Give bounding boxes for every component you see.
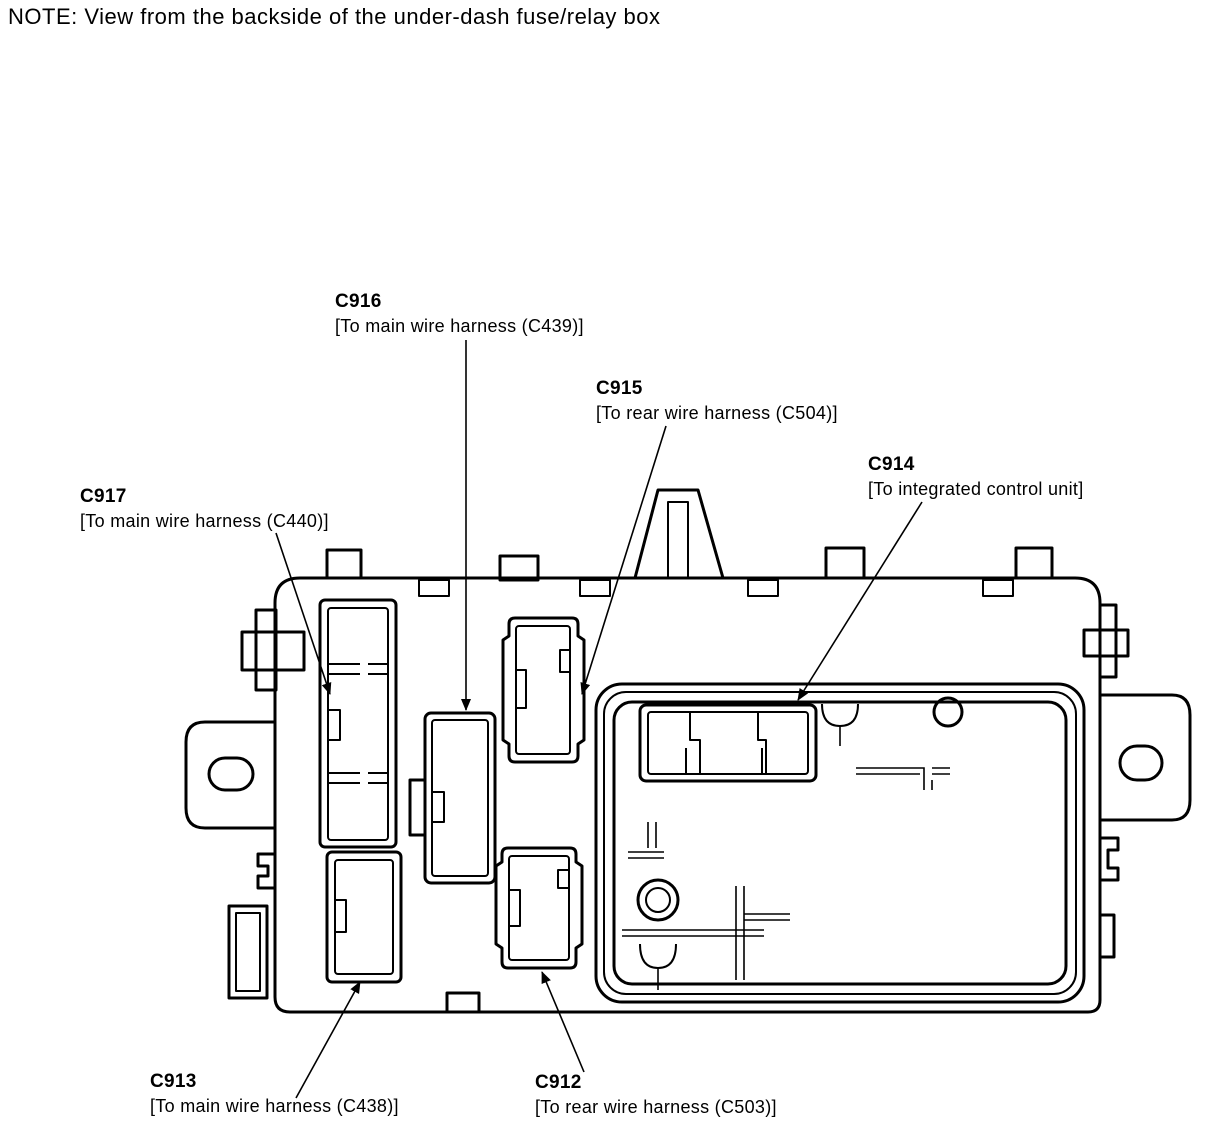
arrow-c913 bbox=[295, 981, 361, 1099]
c915-inner bbox=[515, 625, 571, 755]
bay-lower-post-inner bbox=[645, 887, 671, 913]
relay-bay bbox=[594, 682, 1086, 1004]
bay-round-post bbox=[932, 696, 964, 728]
c916-code: C916 bbox=[335, 291, 382, 312]
left-clip bbox=[256, 852, 275, 890]
left-small-box-outer bbox=[227, 904, 269, 1000]
relay-bay-outer bbox=[594, 682, 1086, 1004]
bay-rib-grid bbox=[622, 886, 790, 980]
c917-divider-top bbox=[328, 663, 388, 675]
c916-desc: [To main wire harness (C439)] bbox=[335, 316, 584, 336]
label-c917: C917 [To main wire harness (C440)] bbox=[80, 485, 329, 533]
c912-code: C912 bbox=[535, 1072, 582, 1093]
left-tab-upper-block bbox=[240, 630, 306, 672]
c913-inner bbox=[334, 859, 394, 975]
c915-desc: [To rear wire harness (C504)] bbox=[596, 403, 838, 423]
label-c914: C914 [To integrated control unit] bbox=[868, 453, 1084, 501]
c915-outer bbox=[501, 616, 586, 764]
top-slot-2 bbox=[579, 579, 611, 597]
top-tab-3 bbox=[824, 546, 866, 580]
c914-dividers bbox=[685, 712, 767, 774]
c916-key bbox=[432, 791, 445, 823]
bay-rib-cross-1 bbox=[856, 767, 950, 790]
top-slot-1 bbox=[418, 579, 450, 597]
c916-outer bbox=[423, 711, 497, 885]
right-tab-upper bbox=[1098, 603, 1118, 679]
arrow-c915 bbox=[580, 425, 667, 695]
top-slot-3 bbox=[747, 579, 779, 597]
connector-c912 bbox=[494, 846, 584, 970]
top-post bbox=[633, 488, 725, 579]
c913-code: C913 bbox=[150, 1071, 197, 1092]
connector-c916 bbox=[408, 711, 497, 885]
relay-bay-inner bbox=[612, 700, 1068, 986]
bottom-slot bbox=[445, 991, 481, 1014]
bay-lower-notch bbox=[639, 943, 677, 969]
c913-key bbox=[335, 899, 347, 933]
label-c915: C915 [To rear wire harness (C504)] bbox=[596, 377, 838, 425]
relay-bay-mid bbox=[603, 691, 1077, 995]
label-c912: C912 [To rear wire harness (C503)] bbox=[535, 1071, 777, 1119]
c916-inner bbox=[431, 719, 489, 877]
bay-lower-post bbox=[636, 878, 680, 922]
c917-key bbox=[328, 709, 341, 741]
c917-divider-bottom bbox=[328, 772, 388, 784]
connector-c913 bbox=[325, 850, 403, 984]
c917-outer bbox=[318, 598, 398, 849]
connector-c917 bbox=[318, 598, 398, 849]
top-tabs bbox=[325, 488, 1054, 597]
c914-code: C914 bbox=[868, 454, 915, 475]
right-side-tabs bbox=[1082, 603, 1130, 959]
right-mount-ear bbox=[1100, 693, 1192, 822]
c912-inner bbox=[508, 855, 570, 961]
label-c916: C916 [To main wire harness (C439)] bbox=[335, 290, 584, 338]
right-tab-lower bbox=[1098, 913, 1116, 959]
top-tab-1 bbox=[325, 548, 363, 580]
left-tab-upper bbox=[254, 608, 278, 692]
c917-desc: [To main wire harness (C440)] bbox=[80, 511, 329, 531]
diagram-note: NOTE: View from the backside of the unde… bbox=[8, 4, 661, 29]
c912-keys bbox=[509, 869, 569, 927]
c914-desc: [To integrated control unit] bbox=[868, 479, 1084, 499]
left-mount-ear bbox=[184, 700, 277, 860]
right-mount-hole bbox=[1118, 744, 1164, 782]
c913-desc: [To main wire harness (C438)] bbox=[150, 1096, 399, 1116]
c916-latch bbox=[408, 778, 425, 837]
c914-inner bbox=[647, 711, 809, 775]
bay-notch bbox=[821, 703, 859, 727]
arrow-c912 bbox=[541, 971, 585, 1073]
top-tab-4 bbox=[1014, 546, 1054, 580]
housing-outline bbox=[273, 576, 1102, 1014]
top-post-slot bbox=[667, 501, 689, 579]
left-mount-hole bbox=[207, 756, 255, 792]
c917-inner bbox=[327, 607, 389, 841]
c914-outer bbox=[638, 703, 818, 783]
leader-arrows bbox=[275, 340, 923, 1099]
right-clip bbox=[1100, 836, 1120, 882]
top-tab-2 bbox=[498, 554, 540, 582]
label-c913: C913 [To main wire harness (C438)] bbox=[150, 1070, 399, 1118]
right-tab-upper-block bbox=[1082, 628, 1130, 658]
bay-rib-vertical bbox=[628, 822, 664, 859]
arrow-c914 bbox=[797, 501, 923, 701]
c915-keys bbox=[516, 649, 570, 709]
left-small-box-inner bbox=[235, 912, 261, 992]
connector-c915 bbox=[501, 616, 586, 764]
arrow-c917 bbox=[275, 532, 332, 695]
c917-code: C917 bbox=[80, 486, 127, 507]
top-slot-4 bbox=[982, 579, 1014, 597]
c912-desc: [To rear wire harness (C503)] bbox=[535, 1097, 777, 1117]
c912-outer bbox=[494, 846, 584, 970]
left-side-tabs bbox=[227, 608, 306, 1000]
c913-outer bbox=[325, 850, 403, 984]
c915-code: C915 bbox=[596, 378, 643, 399]
